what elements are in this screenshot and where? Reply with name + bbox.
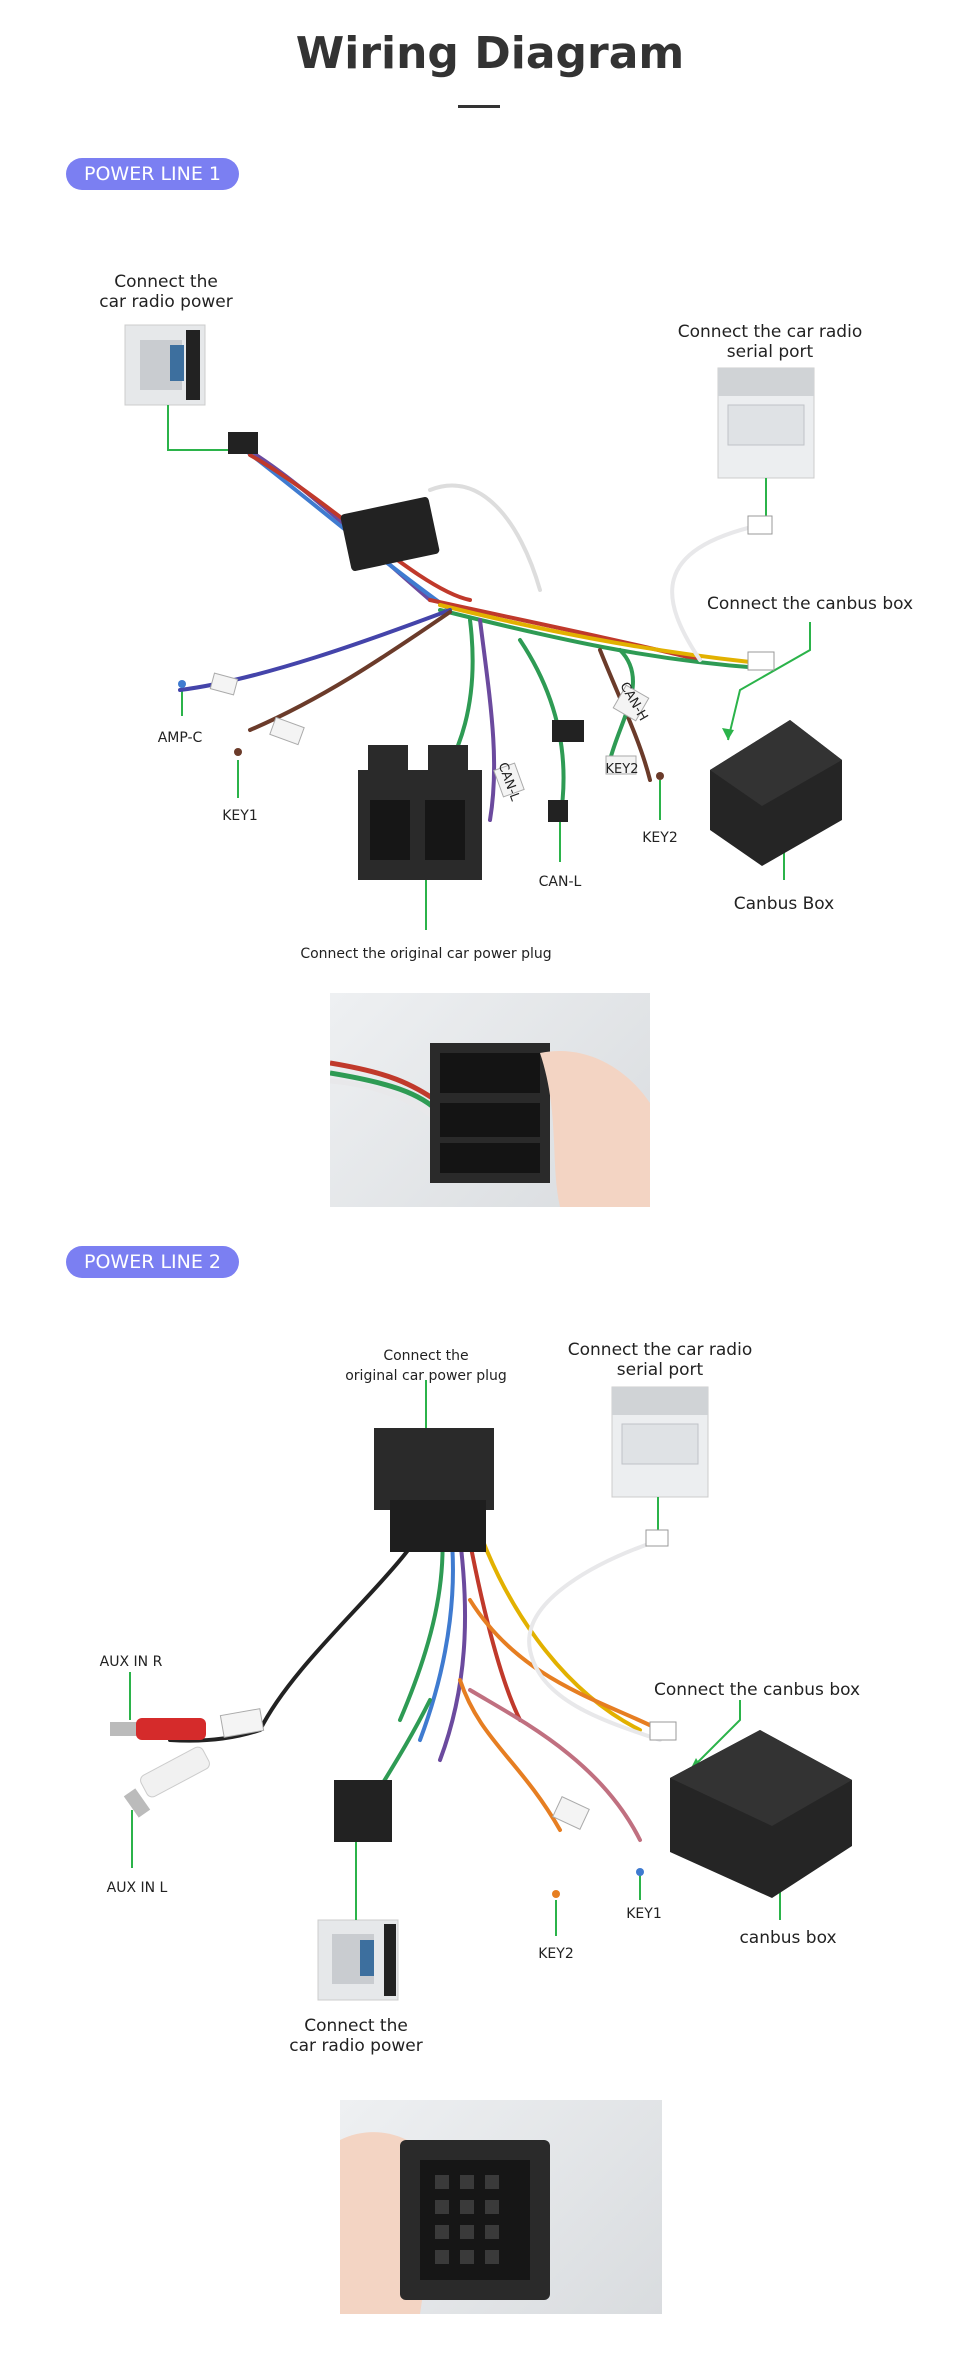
wire-harness-1: [178, 443, 762, 822]
original-power-plug-2: [374, 1428, 494, 1552]
key2-tip: [656, 772, 664, 780]
rca-plugs: [110, 1718, 210, 1818]
tag-key2: KEY2: [605, 762, 639, 777]
wire-harness-2: [168, 1508, 662, 1842]
wire-tags-1: [209, 672, 650, 798]
label-key1-1: KEY1: [222, 808, 258, 824]
original-power-plug: [358, 745, 482, 880]
harness-junction-box: [340, 497, 440, 571]
label-amp-c: AMP-C: [157, 730, 203, 746]
canbus-box-2: [670, 1730, 852, 1898]
radio-power-connector: [228, 432, 258, 454]
key-tag-2: [552, 1796, 590, 1830]
can-l-plug: [548, 800, 568, 822]
label-original-plug-2: Connect the original car power plug: [345, 1348, 507, 1384]
label-canbus-connect-1: Connect the canbus box: [706, 594, 914, 614]
amp-c-tip: [178, 680, 186, 688]
serial-port-plug: [747, 515, 773, 535]
inline-connector: [552, 720, 584, 742]
label-canbus-connect-2: Connect the canbus box: [653, 1680, 861, 1700]
label-canbus-box-1: Canbus Box: [733, 894, 835, 914]
canbus-box: [710, 720, 842, 866]
power-plug-photo-1-art: [330, 1043, 650, 1207]
canbus-plug-2: [649, 1721, 677, 1741]
key1-tip: [234, 748, 242, 756]
radio-power-thumbnail-2: [317, 1919, 399, 2001]
page-title: Wiring Diagram: [295, 28, 685, 79]
key2-tip-2: [552, 1890, 560, 1898]
serial-port-plug-2: [645, 1529, 669, 1547]
power-plug-photo-2-art: [340, 2132, 550, 2314]
label-original-plug-1: Connect the original car power plug: [300, 946, 552, 962]
label-can-l: CAN-L: [538, 874, 582, 890]
power-plug-photo-1: [330, 993, 650, 1207]
label-key2-1: KEY2: [642, 830, 678, 846]
label-serial-port-2: Connect the car radio serial port: [567, 1340, 753, 1380]
label-canbus-box-2: canbus box: [739, 1928, 837, 1948]
aux-tag: [219, 1708, 265, 1738]
key1-tip-2: [636, 1868, 644, 1876]
label-radio-power-1: Connect the car radio power: [99, 272, 233, 312]
canbus-plug: [747, 651, 775, 671]
label-aux-in-l: AUX IN L: [106, 1880, 168, 1896]
label-key2-2: KEY2: [538, 1946, 574, 1962]
power-line-1-badge: POWER LINE 1: [66, 158, 239, 190]
label-serial-port-1: Connect the car radio serial port: [677, 322, 863, 362]
radio-power-connector-2: [334, 1780, 392, 1842]
power-line-1-diagram: [124, 324, 842, 930]
radio-power-thumbnail: [124, 324, 206, 406]
label-aux-in-r: AUX IN R: [99, 1654, 163, 1670]
label-key1-2: KEY1: [626, 1906, 662, 1922]
power-plug-photo-2: [340, 2100, 662, 2314]
label-radio-power-2: Connect the car radio power: [289, 2016, 423, 2056]
serial-port-thumbnail-2: [611, 1386, 709, 1498]
power-line-2-badge: POWER LINE 2: [66, 1246, 239, 1278]
title-underline: [458, 105, 500, 108]
